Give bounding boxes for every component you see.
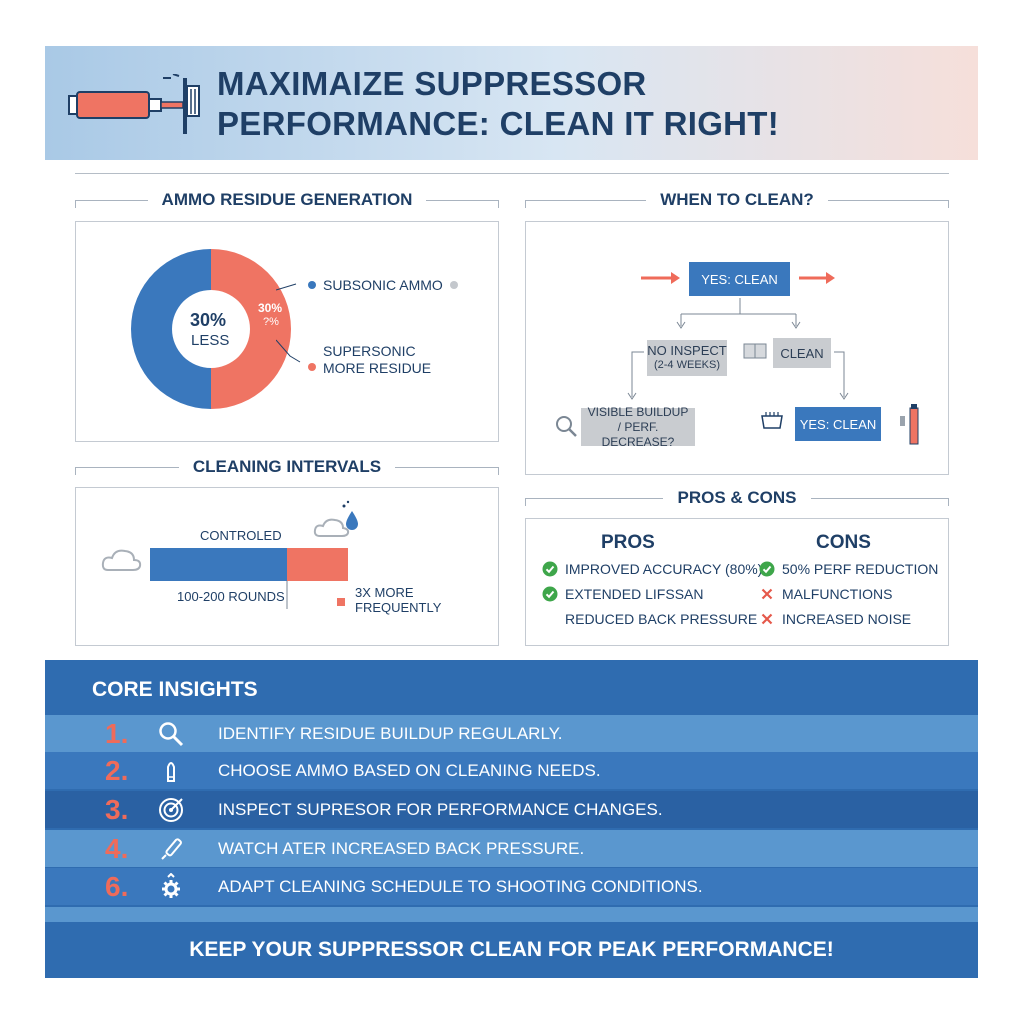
slice-label-1: 30% bbox=[258, 301, 283, 315]
leader-lines bbox=[276, 283, 301, 363]
footer-banner: KEEP YOUR SUPPRESSOR CLEAN FOR PEAK PERF… bbox=[45, 922, 978, 978]
con-item: 50% PERF REDUCTION bbox=[759, 561, 938, 577]
slice-label-2: ?% bbox=[263, 316, 279, 328]
interval-controlled-label: CONTROLED bbox=[200, 528, 282, 543]
interval-bar-controlled bbox=[150, 548, 287, 581]
proscons-panel: PROS CONS IMPROVED ACCURACY (80%) EXTEND… bbox=[525, 518, 949, 646]
insight-row-spacer bbox=[45, 907, 978, 922]
con-item: MALFUNCTIONS bbox=[759, 586, 892, 602]
page-title: MAXIMAIZE SUPPRESSOR PERFORMANCE: CLEAN … bbox=[217, 65, 780, 142]
target-icon bbox=[157, 796, 185, 824]
legend-dot-supersonic bbox=[308, 363, 316, 371]
intervals-section-header: CLEANING INTERVALS bbox=[75, 457, 499, 477]
magnifier-icon bbox=[157, 720, 185, 748]
legend-more-residue: MORE RESIDUE bbox=[323, 360, 432, 376]
subsonic-slice bbox=[131, 249, 211, 409]
when-section-header: WHEN TO CLEAN? bbox=[525, 190, 950, 210]
donut-center-pct: 30% bbox=[190, 310, 227, 330]
water-drop-icon bbox=[346, 511, 358, 530]
flow-yes-clean-bottom: YES: CLEAN bbox=[795, 407, 881, 441]
insight-row: 2. CHOOSE AMMO BASED ON CLEANING NEEDS. bbox=[45, 752, 978, 789]
proscons-section-header: PROS & CONS bbox=[525, 488, 950, 508]
pro-item: IMPROVED ACCURACY (80%) bbox=[542, 561, 762, 577]
interval-bar-frequent bbox=[287, 548, 348, 581]
cross-icon bbox=[759, 586, 775, 602]
interval-more-label: 3X MORE bbox=[355, 585, 414, 600]
con-item: INCREASED NOISE bbox=[759, 611, 911, 627]
check-icon bbox=[542, 586, 558, 602]
flow-arrows bbox=[556, 272, 919, 445]
suppressor-cleaning-icon bbox=[68, 74, 200, 134]
when-panel: YES: CLEAN NO INSPECT (2-4 WEEKS) CLEAN … bbox=[525, 221, 949, 475]
legend-subsonic: SUBSONIC AMMO bbox=[323, 277, 443, 293]
header-banner: MAXIMAIZE SUPPRESSOR PERFORMANCE: CLEAN … bbox=[45, 46, 978, 160]
legend-dot-subsonic bbox=[308, 281, 316, 289]
residue-donut-chart bbox=[131, 249, 291, 409]
intervals-panel: CONTROLED 100-200 ROUNDS 3X MORE FREQUEN… bbox=[75, 487, 499, 646]
insight-row: 6. ADAPT CLEANING SCHEDULE TO SHOOTING C… bbox=[45, 868, 978, 905]
donut-center-text: LESS bbox=[191, 332, 230, 349]
insight-row: 4. WATCH ATER INCREASED BACK PRESSURE. bbox=[45, 830, 978, 867]
insights-title: CORE INSIGHTS bbox=[92, 678, 258, 701]
interval-frequently-label: FREQUENTLY bbox=[355, 600, 442, 615]
interval-graphics bbox=[101, 500, 358, 609]
residue-section-header: AMMO RESIDUE GENERATION bbox=[75, 190, 500, 210]
interval-rounds-label: 100-200 ROUNDS bbox=[177, 589, 285, 604]
cloud-rain-icon bbox=[313, 518, 350, 537]
insight-row: 3. INSPECT SUPRESOR FOR PERFORMANCE CHAN… bbox=[45, 791, 978, 828]
check-icon bbox=[759, 561, 775, 577]
legend-dot-grey bbox=[450, 281, 458, 289]
pros-title: PROS bbox=[601, 532, 655, 553]
cons-title: CONS bbox=[816, 532, 871, 553]
flow-visible-buildup: VISIBLE BUILDUP / PERF. DECREASE? bbox=[581, 405, 695, 449]
pro-item: REDUCED BACK PRESSURE bbox=[565, 611, 758, 627]
supersonic-slice bbox=[211, 249, 291, 409]
cross-icon bbox=[759, 611, 775, 627]
bullet-icon bbox=[157, 757, 185, 785]
legend-supersonic: SUPERSONIC bbox=[323, 343, 416, 359]
core-insights-panel: CORE INSIGHTS 1. IDENTIFY RESIDUE BUILDU… bbox=[45, 660, 978, 978]
pro-item: EXTENDED LIFSSAN bbox=[542, 586, 703, 602]
flow-no-inspect: NO INSPECT (2-4 WEEKS) bbox=[647, 340, 727, 376]
residue-panel: 30% LESS 30% ?% SUBSONIC AMMO SUPERSONIC… bbox=[75, 221, 499, 442]
check-icon bbox=[542, 561, 558, 577]
cloud-icon bbox=[101, 549, 142, 571]
gear-icon bbox=[157, 872, 185, 901]
flow-clean: CLEAN bbox=[773, 338, 831, 368]
insight-row: 1. IDENTIFY RESIDUE BUILDUP REGULARLY. bbox=[45, 715, 978, 752]
divider bbox=[75, 173, 949, 174]
brush-icon bbox=[157, 835, 185, 863]
flow-yes-clean-top: YES: CLEAN bbox=[689, 262, 790, 296]
